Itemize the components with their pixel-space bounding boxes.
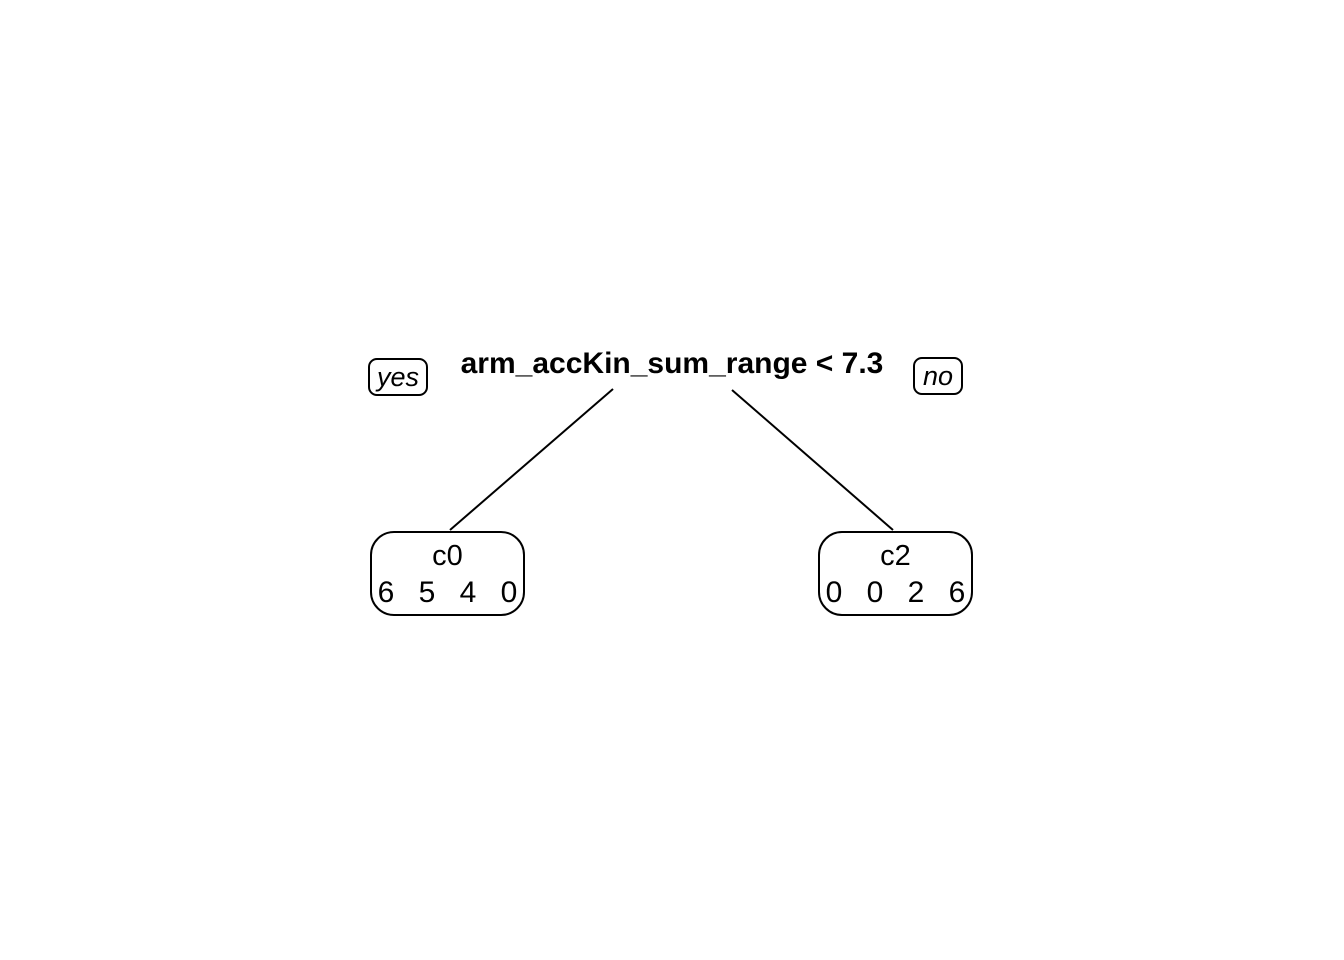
yes-branch-badge: yes <box>368 358 428 396</box>
leaf-class-counts: 0 0 2 6 <box>825 576 966 609</box>
leaf-node-c0: c0 6 5 4 0 <box>370 531 525 616</box>
root-split-condition: arm_accKin_sum_range < 7.3 <box>460 347 884 380</box>
no-branch-label: no <box>922 360 954 391</box>
edge-no-line <box>731 389 894 531</box>
edge-yes-line <box>449 388 614 531</box>
no-branch-badge: no <box>913 357 963 395</box>
leaf-class-label: c2 <box>880 540 911 572</box>
leaf-class-label: c0 <box>432 540 463 572</box>
leaf-class-counts: 6 5 4 0 <box>377 576 518 609</box>
yes-branch-label: yes <box>376 361 420 392</box>
leaf-node-c2: c2 0 0 2 6 <box>818 531 973 616</box>
